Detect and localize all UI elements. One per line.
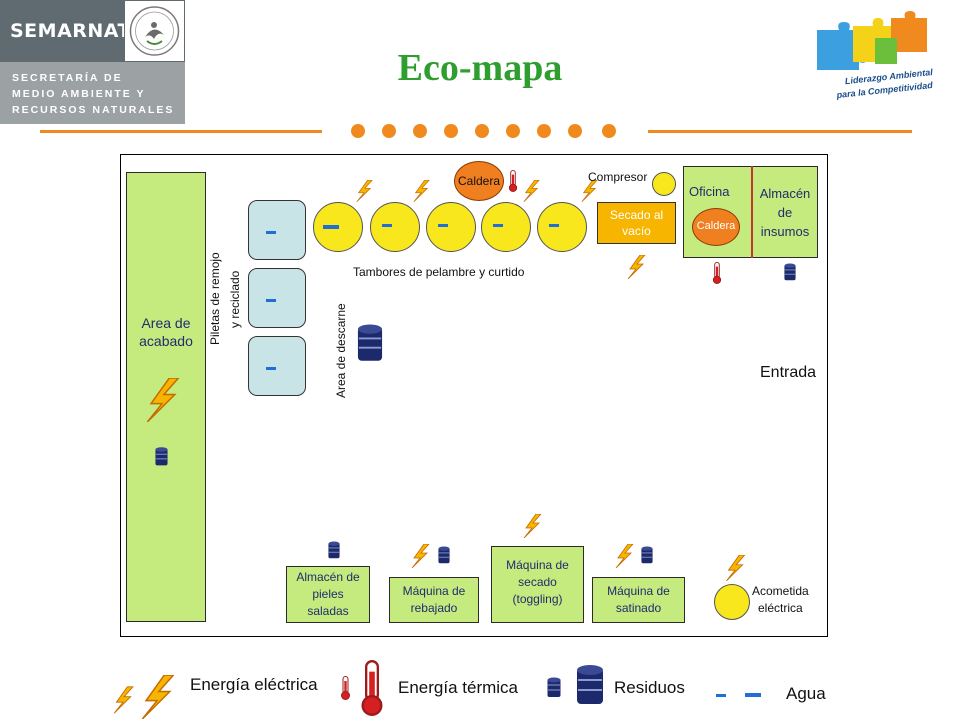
- header-dot: [444, 124, 458, 138]
- caldera-boiler: [454, 161, 504, 201]
- caldera-boiler: [692, 208, 740, 246]
- thermal-energy-icon: [712, 262, 722, 284]
- waste-drum-icon: [438, 546, 450, 564]
- oficina-label: Oficina: [689, 184, 730, 199]
- water-icon: [266, 367, 276, 370]
- electric-energy-icon: [627, 255, 646, 279]
- water-icon: [493, 224, 503, 227]
- org-sub-line: RECURSOS NATURALES: [12, 104, 175, 116]
- piletas-label: Piletas de remojo: [208, 252, 222, 345]
- water-icon: [549, 224, 559, 227]
- header-dot: [568, 124, 582, 138]
- maquina-rebajado: Máquina de rebajado: [389, 577, 479, 623]
- liderazgo-logo: Liderazgo Ambiental para la Competitivid…: [795, 8, 935, 113]
- secado-vacio: Secado al vacío: [597, 202, 676, 244]
- electric-energy-icon: [523, 180, 540, 202]
- tambor-drum: [426, 202, 476, 252]
- legend-electrica: Energía eléctrica: [190, 675, 318, 694]
- wall-divider: [751, 166, 753, 258]
- electric-energy-icon: [615, 544, 634, 568]
- mexico-seal-icon: [124, 0, 185, 62]
- org-name: SEMARNAT: [10, 20, 131, 42]
- maquina-satinado: Máquina de satinado: [592, 577, 685, 623]
- area-descarne-label: Area de descarne: [334, 303, 348, 398]
- water-icon: [716, 694, 726, 697]
- pileta-tank: [248, 200, 306, 260]
- caldera-office-label: Caldera: [696, 220, 736, 232]
- org-sub-line: MEDIO AMBIENTE Y: [12, 88, 146, 100]
- waste-drum-icon: [357, 323, 383, 362]
- almacen-insumos-area: [752, 166, 818, 258]
- entrada-label: Entrada: [760, 364, 817, 381]
- thermal-energy-icon: [508, 170, 518, 192]
- water-icon: [323, 225, 339, 229]
- header-dot: [475, 124, 489, 138]
- electric-energy-icon: [141, 675, 175, 719]
- waste-drum-icon: [641, 546, 653, 564]
- plant-floor-map: [120, 154, 828, 637]
- pileta-tank: [248, 268, 306, 328]
- header-dot: [351, 124, 365, 138]
- water-icon: [382, 224, 392, 227]
- header-dot: [382, 124, 396, 138]
- electric-energy-icon: [146, 378, 180, 422]
- legend-termica: Energía térmica: [398, 678, 518, 697]
- page-title: Eco-mapa: [397, 47, 563, 89]
- water-icon: [266, 231, 276, 234]
- thermal-energy-icon: [340, 676, 351, 700]
- tambor-drum: [537, 202, 587, 252]
- electric-energy-icon: [356, 180, 373, 202]
- water-icon: [438, 224, 448, 227]
- waste-drum-icon: [155, 446, 168, 466]
- maquina-secado: Máquina de secado (toggling): [491, 546, 584, 623]
- org-sub-line: SECRETARÍA DE: [12, 72, 123, 84]
- tambor-drum: [370, 202, 420, 252]
- acometida-label: Acometida eléctrica: [752, 584, 809, 615]
- electric-energy-icon: [523, 514, 542, 538]
- waste-drum-icon: [784, 263, 796, 281]
- piletas-label: y reciclado: [228, 270, 242, 328]
- tambor-drum: [481, 202, 531, 252]
- compresor-label: Compresor: [588, 170, 648, 184]
- semarnat-subbanner: [0, 62, 185, 124]
- waste-drum-icon: [547, 676, 561, 698]
- tambor-drum: [313, 202, 363, 252]
- electric-energy-icon: [725, 555, 746, 581]
- electric-energy-icon: [411, 544, 430, 568]
- puzzle-icon: [817, 11, 927, 70]
- tambores-label: Tambores de pelambre y curtido: [353, 265, 525, 279]
- header-rule-left: [40, 130, 322, 133]
- almacen-insumos-label: Almacén de insumos: [759, 186, 811, 239]
- acometida-unit: [714, 584, 750, 620]
- electric-energy-icon: [113, 686, 134, 714]
- caldera-label: Caldera: [457, 174, 501, 188]
- waste-drum-icon: [328, 541, 340, 559]
- legend-agua: Agua: [786, 684, 826, 703]
- area-acabado-label: Area de acabado: [139, 315, 193, 349]
- header-dot: [413, 124, 427, 138]
- electric-energy-icon: [413, 180, 430, 202]
- header-dot: [537, 124, 551, 138]
- pileta-tank: [248, 336, 306, 396]
- thermal-energy-icon: [361, 660, 383, 716]
- water-icon: [266, 299, 276, 302]
- compresor-unit: [652, 172, 676, 196]
- legend-residuos: Residuos: [614, 678, 685, 697]
- header-dot: [602, 124, 616, 138]
- almacen-pieles: Almacén de pieles saladas: [286, 566, 370, 623]
- waste-drum-icon: [576, 663, 604, 706]
- header-rule-right: [648, 130, 912, 133]
- water-icon: [745, 693, 761, 697]
- header-dot: [506, 124, 520, 138]
